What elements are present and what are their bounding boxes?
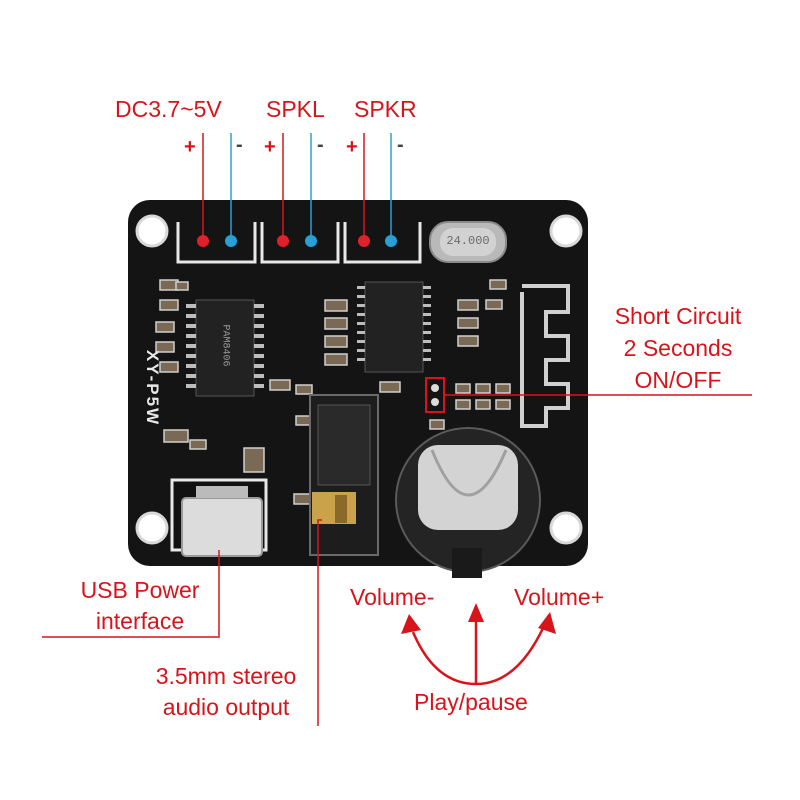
arrow-heads [401, 603, 556, 634]
dc-minus-pin [225, 235, 237, 247]
spkr-label: SPKR [354, 96, 417, 122]
audio-output-label: 3.5mm stereo audio output [140, 662, 312, 722]
crystal-marking: 24.000 [446, 234, 490, 248]
usb-power-line-1: USB Power [80, 577, 200, 603]
spkl-minus-pin [305, 235, 317, 247]
amp-chip-marking: PAM8406 [219, 324, 231, 367]
spkl-minus-mark: - [317, 134, 324, 156]
short-circuit-line-3: ON/OFF [634, 366, 722, 393]
audio-output-line-1: 3.5mm stereo [155, 663, 297, 689]
dc-plus-pin [197, 235, 209, 247]
spkl-label: SPKL [266, 96, 325, 122]
play-pause-label: Play/pause [414, 689, 528, 715]
dc-power-label: DC3.7~5V [115, 96, 222, 122]
silkscreen-model: XY-P5W [143, 349, 162, 427]
short-circuit-line-2: 2 Seconds [623, 334, 733, 361]
dc-minus-mark: - [236, 134, 243, 156]
dc-plus-mark: + [184, 136, 196, 158]
pcb-board [128, 200, 588, 578]
usb-power-line-2: interface [95, 607, 185, 634]
terminal-pins [197, 235, 397, 247]
spkr-minus-mark: - [397, 134, 404, 156]
spkr-plus-pin [358, 235, 370, 247]
spkl-plus-mark: + [264, 136, 276, 158]
control-arrows [411, 612, 546, 686]
volume-minus-label: Volume- [350, 584, 435, 610]
spkl-plus-pin [277, 235, 289, 247]
audio-output-line-2: audio output [162, 693, 290, 720]
pin-wires [202, 133, 392, 235]
volume-plus-label: Volume+ [514, 584, 605, 610]
spkr-plus-mark: + [346, 136, 358, 158]
short-circuit-label: Short Circuit 2 Seconds ON/OFF [598, 302, 758, 394]
short-circuit-line-1: Short Circuit [614, 303, 742, 329]
usb-power-label: USB Power interface [50, 576, 230, 636]
spkr-minus-pin [385, 235, 397, 247]
leader-lines [42, 394, 752, 726]
